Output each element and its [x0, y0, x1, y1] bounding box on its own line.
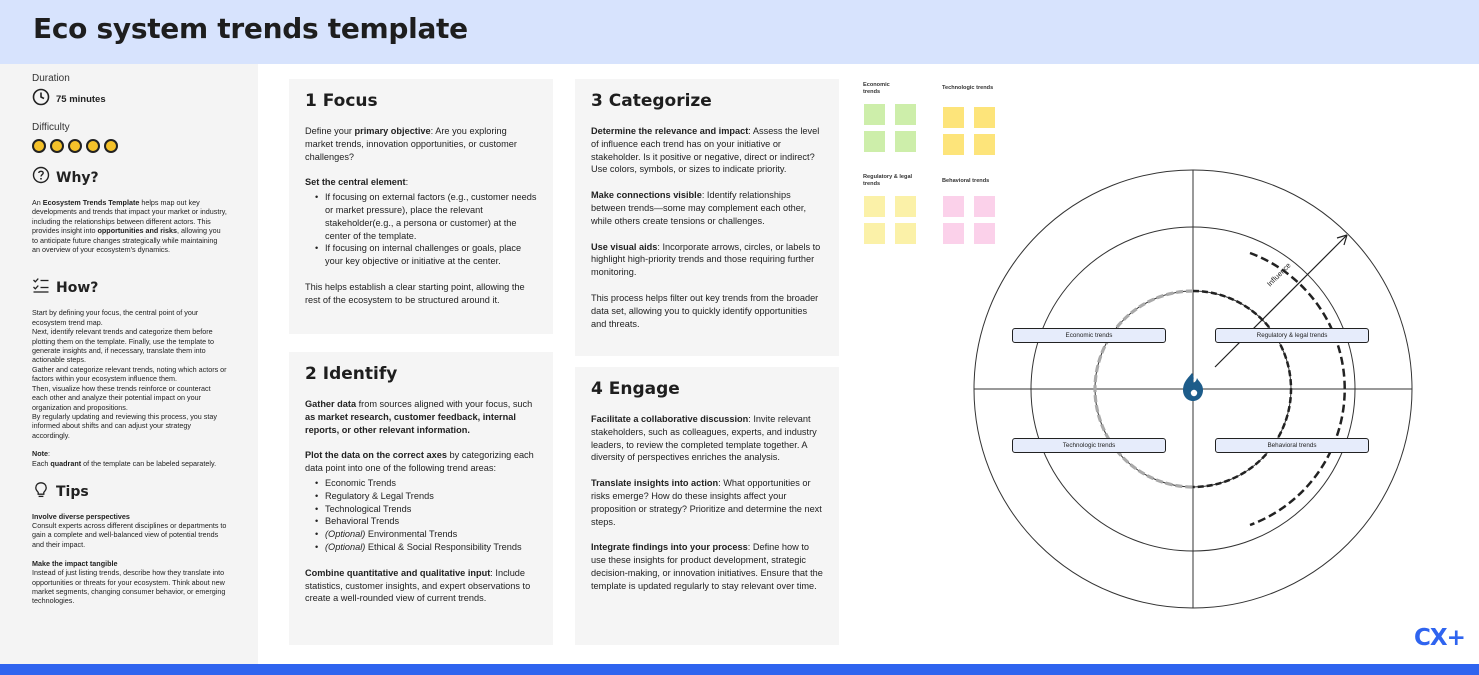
sticky-label-economic: Economic trends: [863, 82, 890, 95]
sticky-note-behavioral[interactable]: [943, 223, 964, 244]
duration-value: 75 minutes: [56, 94, 106, 105]
difficulty-dot: [68, 139, 82, 153]
question-icon: [32, 166, 50, 189]
sticky-note-behavioral[interactable]: [974, 223, 995, 244]
how-title: How?: [56, 279, 99, 296]
how-text: Start by defining your focus, the centra…: [32, 308, 227, 440]
arrow-head-icon: [1336, 234, 1348, 246]
tip2-text: Instead of just listing trends, describe…: [32, 568, 226, 606]
sticky-label-behavioral: Behavioral trends: [942, 178, 990, 184]
focus-p3: This helps establish a clear starting po…: [305, 281, 525, 305]
pill-behavioral-trends[interactable]: Behavioral trends: [1215, 438, 1369, 453]
identify-list: Economic Trends Regulatory & Legal Trend…: [315, 477, 537, 554]
tips-heading: Tips: [32, 481, 258, 504]
sticky-label-technologic: Technologic trends: [942, 85, 994, 91]
sticky-note-behavioral[interactable]: [943, 196, 964, 217]
lightbulb-icon: [32, 481, 50, 504]
why-text: An Ecosystem Trends Template helps map o…: [32, 198, 227, 255]
sticky-note-technologic[interactable]: [943, 107, 964, 128]
identify-p2: Plot the data on the correct axes by cat…: [305, 450, 534, 474]
categorize-p3: Use visual aids: Incorporate arrows, cir…: [591, 241, 821, 278]
note-text: Note:Each quadrant of the template can b…: [32, 449, 217, 468]
sticky-note-technologic[interactable]: [974, 107, 995, 128]
focus-p2: Set the central element:: [305, 177, 409, 188]
engage-title: 4 Engage: [591, 379, 680, 399]
duration-label: Duration: [32, 73, 70, 84]
list-item: (Optional) Environmental Trends: [315, 528, 537, 541]
dashed-arc-right: [1192, 289, 1293, 489]
sticky-note-regulatory[interactable]: [864, 223, 885, 244]
list-item: If focusing on external factors (e.g., c…: [315, 191, 537, 242]
bottom-bar: [0, 664, 1479, 675]
how-heading: How?: [32, 276, 258, 299]
focus-card: 1 Focus Define your primary objective: A…: [289, 79, 553, 334]
sticky-note-regulatory[interactable]: [895, 223, 916, 244]
sticky-label-regulatory: Regulatory & legal trends: [863, 174, 913, 187]
difficulty-dot: [104, 139, 118, 153]
sidebar: Duration 75 minutes Difficulty Why? An E…: [0, 64, 258, 664]
identify-p3: Combine quantitative and qualitative inp…: [305, 567, 531, 604]
difficulty-dot: [50, 139, 64, 153]
tip1-text: Consult experts across different discipl…: [32, 520, 227, 549]
categorize-p2: Make connections visible: Identify relat…: [591, 190, 806, 226]
identify-title: 2 Identify: [305, 364, 398, 384]
sticky-note-economic[interactable]: [895, 104, 916, 125]
list-item: Regulatory & Legal Trends: [315, 490, 537, 503]
pill-regulatory-legal-trends[interactable]: Regulatory & legal trends: [1215, 328, 1369, 343]
list-item: (Optional) Ethical & Social Responsibili…: [315, 541, 537, 554]
list-item: Behavioral Trends: [315, 515, 537, 528]
sticky-note-technologic[interactable]: [974, 134, 995, 155]
difficulty-dot: [86, 139, 100, 153]
pill-economic-trends[interactable]: Economic trends: [1012, 328, 1166, 343]
diagram-area: Economic trends Technologic trends Regul…: [850, 64, 1479, 664]
engage-p3: Integrate findings into your process: De…: [591, 542, 823, 591]
page-title: Eco system trends template: [33, 12, 468, 45]
cx-plus-logo: CX+: [1414, 625, 1466, 651]
engage-p1: Facilitate a collaborative discussion: I…: [591, 414, 817, 463]
categorize-title: 3 Categorize: [591, 91, 712, 111]
pill-technologic-trends[interactable]: Technologic trends: [1012, 438, 1166, 453]
sticky-note-behavioral[interactable]: [974, 196, 995, 217]
difficulty-label: Difficulty: [32, 122, 70, 133]
sticky-note-economic[interactable]: [864, 131, 885, 152]
flame-icon: [1183, 373, 1203, 401]
categorize-p4: This process helps filter out key trends…: [591, 292, 819, 329]
sticky-note-economic[interactable]: [895, 131, 916, 152]
tip2-title: Make the impact tangible: [32, 559, 118, 569]
why-title: Why?: [56, 169, 99, 186]
list-item: Economic Trends: [315, 477, 537, 490]
focus-list: If focusing on external factors (e.g., c…: [315, 191, 537, 268]
difficulty-dot: [32, 139, 46, 153]
identify-p1: Gather data from sources aligned with yo…: [305, 399, 533, 435]
header: Eco system trends template: [0, 0, 1479, 64]
checklist-icon: [32, 276, 50, 299]
engage-p2: Translate insights into action: What opp…: [591, 478, 822, 527]
dashed-arc-left: [1093, 289, 1194, 489]
sticky-note-technologic[interactable]: [943, 134, 964, 155]
sticky-note-regulatory[interactable]: [864, 196, 885, 217]
engage-card: 4 Engage Facilitate a collaborative disc…: [575, 367, 839, 645]
identify-card: 2 Identify Gather data from sources alig…: [289, 352, 553, 645]
list-item: If focusing on internal challenges or go…: [315, 242, 537, 268]
sticky-note-regulatory[interactable]: [895, 196, 916, 217]
difficulty-rating: [32, 139, 258, 153]
clock-icon: [32, 88, 50, 111]
categorize-p1: Determine the relevance and impact: Asse…: [591, 126, 820, 175]
tip1-title: Involve diverse perspectives: [32, 511, 130, 521]
duration-row: 75 minutes: [32, 88, 258, 111]
trend-rings-diagram: [973, 169, 1413, 609]
dashed-arc-outer-right: [1249, 251, 1346, 527]
tips-title: Tips: [56, 484, 89, 501]
focus-p1: Define your primary objective: Are you e…: [305, 126, 517, 162]
sticky-note-economic[interactable]: [864, 104, 885, 125]
focus-title: 1 Focus: [305, 91, 378, 111]
list-item: Technological Trends: [315, 503, 537, 516]
categorize-card: 3 Categorize Determine the relevance and…: [575, 79, 839, 356]
why-heading: Why?: [32, 166, 258, 189]
influence-arrow: [1214, 234, 1348, 368]
